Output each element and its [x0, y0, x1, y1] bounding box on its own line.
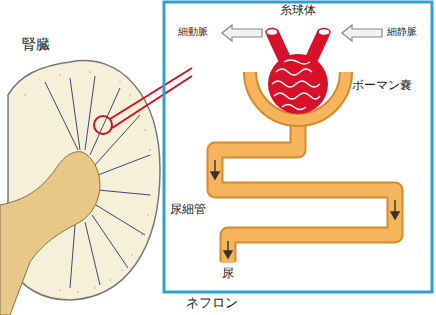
caption: ネフロン [186, 295, 238, 311]
vessel-opening [266, 29, 278, 36]
glomerulus [268, 54, 328, 114]
zoom-circle [94, 116, 112, 134]
zoom-line [112, 76, 192, 128]
renal-tubule [215, 125, 395, 262]
part-label: 細動脈 [178, 26, 208, 38]
renal-tubule [215, 125, 395, 263]
flow-arrow [222, 25, 262, 41]
glomerulus-web [272, 60, 320, 110]
zoom-line [110, 68, 192, 119]
nephron-frame [164, 2, 432, 292]
flow-arrow [342, 25, 382, 41]
arteriole [272, 32, 285, 60]
flow-mark [211, 160, 399, 258]
part-label: 細静脈 [387, 26, 417, 38]
vessel-opening [318, 29, 330, 36]
arteriole [311, 32, 324, 60]
organ-label: 腎臓 [22, 36, 50, 53]
part-label: ボーマン嚢 [352, 78, 412, 92]
part-label: 糸球体 [280, 3, 316, 17]
part-label: 尿細管 [170, 202, 206, 216]
renal-pelvis [0, 152, 100, 315]
part-label: 尿 [222, 266, 234, 280]
